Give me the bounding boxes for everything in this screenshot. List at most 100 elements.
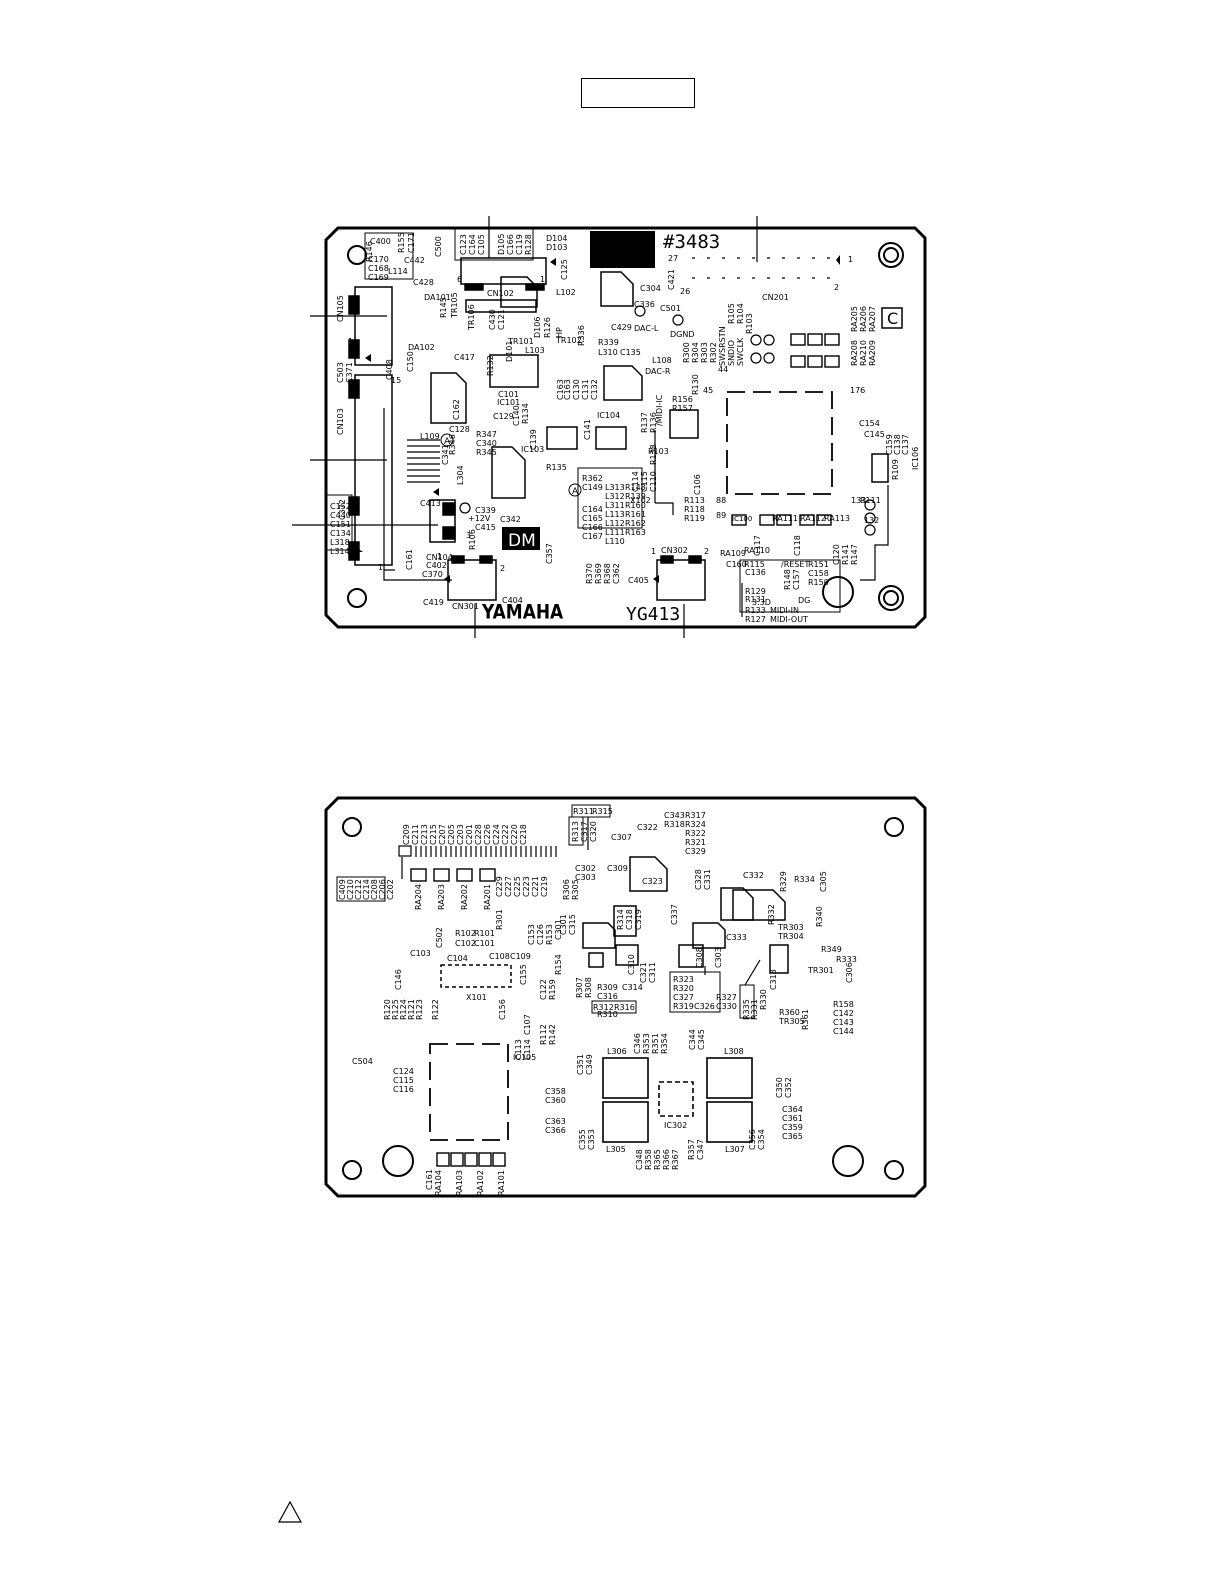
svg-text:C305: C305 — [819, 871, 828, 892]
svg-text:C164: C164 — [582, 505, 603, 514]
svg-text:R362: R362 — [582, 474, 603, 483]
svg-text:C402: C402 — [426, 561, 447, 570]
svg-text:C138: C138 — [893, 434, 902, 455]
svg-text:1: 1 — [540, 275, 545, 284]
svg-text:C360: C360 — [545, 1096, 566, 1105]
svg-text:C429: C429 — [611, 323, 632, 332]
svg-text:R357: R357 — [687, 1139, 696, 1160]
svg-text:R317: R317 — [685, 811, 706, 820]
svg-text:3: 3 — [466, 531, 471, 540]
label-boxes-bottom — [336, 804, 755, 1019]
svg-text:27: 27 — [668, 254, 678, 263]
svg-text:C228: C228 — [474, 824, 483, 845]
svg-text:26: 26 — [680, 287, 690, 296]
svg-text:RA204: RA204 — [414, 884, 423, 910]
cn104-component — [429, 499, 456, 543]
signal-midi-ic: /MIDI-IC — [655, 394, 664, 426]
svg-text:C139: C139 — [529, 429, 538, 450]
svg-text:C108: C108 — [489, 952, 510, 961]
svg-text:L312: L312 — [605, 492, 625, 501]
svg-text:C150: C150 — [406, 351, 415, 372]
svg-text:D104: D104 — [546, 234, 567, 243]
inductor-blocks — [602, 1057, 753, 1143]
x102-label: X102 — [630, 496, 651, 505]
svg-text:C107: C107 — [523, 1014, 532, 1035]
svg-text:C442: C442 — [404, 256, 425, 265]
x101-outline — [440, 964, 512, 988]
svg-text:C222: C222 — [501, 824, 510, 845]
svg-text:C166: C166 — [506, 234, 515, 255]
svg-text:C372: C372 — [338, 499, 347, 520]
svg-text:C159: C159 — [885, 434, 894, 455]
svg-text:R111: R111 — [860, 496, 881, 505]
svg-text:C365: C365 — [782, 1132, 803, 1141]
svg-text:C316: C316 — [597, 992, 618, 1001]
section-letter: C — [887, 309, 898, 328]
svg-text:R119: R119 — [684, 514, 705, 523]
svg-text:R349: R349 — [821, 945, 842, 954]
svg-text:R146: R146 — [365, 241, 374, 262]
svg-text:C223: C223 — [522, 876, 531, 897]
signal-midi-in: MIDI-IN — [770, 606, 799, 615]
svg-text:C408: C408 — [385, 359, 394, 380]
svg-text:R128: R128 — [524, 234, 533, 255]
svg-text:C354: C354 — [757, 1129, 766, 1150]
svg-text:C215: C215 — [429, 824, 438, 845]
svg-text:R130: R130 — [691, 374, 700, 395]
svg-text:C152: C152 — [330, 502, 351, 511]
svg-text:C359: C359 — [782, 1123, 803, 1132]
svg-text:C370: C370 — [422, 570, 443, 579]
svg-text:RA203: RA203 — [437, 884, 446, 910]
svg-text:R104: R104 — [736, 303, 745, 324]
svg-text:RA111: RA111 — [772, 514, 798, 523]
svg-text:6: 6 — [457, 275, 462, 284]
svg-text:C119: C119 — [515, 234, 524, 255]
svg-text:L304: L304 — [456, 465, 465, 485]
svg-text:C117: C117 — [753, 535, 762, 556]
svg-text:L313: L313 — [605, 483, 625, 492]
svg-text:C308: C308 — [695, 947, 704, 968]
svg-text:R156: R156 — [672, 395, 693, 404]
svg-text:R339: R339 — [598, 338, 619, 347]
svg-text:C110: C110 — [649, 471, 658, 492]
svg-text:R331: R331 — [750, 999, 759, 1020]
svg-text:C156: C156 — [498, 999, 507, 1020]
svg-text:1: 1 — [348, 337, 353, 346]
svg-text:C126: C126 — [536, 924, 545, 945]
svg-text:C129: C129 — [493, 412, 514, 421]
svg-text:C421: C421 — [667, 269, 676, 290]
svg-text:R121: R121 — [407, 999, 416, 1020]
svg-text:RA207: RA207 — [868, 306, 877, 332]
ic302-label: IC302 — [664, 1121, 687, 1130]
svg-text:L108: L108 — [652, 356, 672, 365]
svg-text:C169: C169 — [368, 273, 389, 282]
svg-text:C131: C131 — [581, 379, 590, 400]
brand-label: YAMAHA — [481, 602, 564, 624]
svg-text:R366: R366 — [662, 1149, 671, 1170]
svg-text:C345: C345 — [697, 1029, 706, 1050]
svg-text:C225: C225 — [513, 876, 522, 897]
board-marking-text: #3483 — [663, 231, 720, 253]
svg-text:C343: C343 — [664, 811, 685, 820]
svg-text:HP: HP — [555, 327, 564, 338]
svg-text:C203: C203 — [456, 824, 465, 845]
svg-text:C340: C340 — [476, 439, 497, 448]
svg-text:C504: C504 — [352, 1057, 373, 1066]
svg-text:L307: L307 — [725, 1145, 745, 1154]
svg-text:R151: R151 — [808, 560, 829, 569]
svg-text:C361: C361 — [782, 1114, 803, 1123]
cn301-label: CN301 — [452, 602, 479, 611]
svg-text:R306: R306 — [562, 879, 571, 900]
svg-text:C344: C344 — [688, 1029, 697, 1050]
svg-text:R302: R302 — [709, 342, 718, 363]
svg-text:R336: R336 — [577, 325, 586, 346]
svg-text:176: 176 — [850, 386, 865, 395]
svg-text:R319: R319 — [673, 1002, 694, 1011]
svg-text:RA109: RA109 — [720, 549, 746, 558]
svg-text:C113: C113 — [514, 1039, 523, 1060]
svg-text:C309: C309 — [607, 864, 628, 873]
svg-text:C224: C224 — [492, 824, 501, 845]
svg-text:R354: R354 — [660, 1033, 669, 1054]
cn201-label: CN201 — [762, 293, 789, 302]
svg-text:C210: C210 — [346, 879, 355, 900]
